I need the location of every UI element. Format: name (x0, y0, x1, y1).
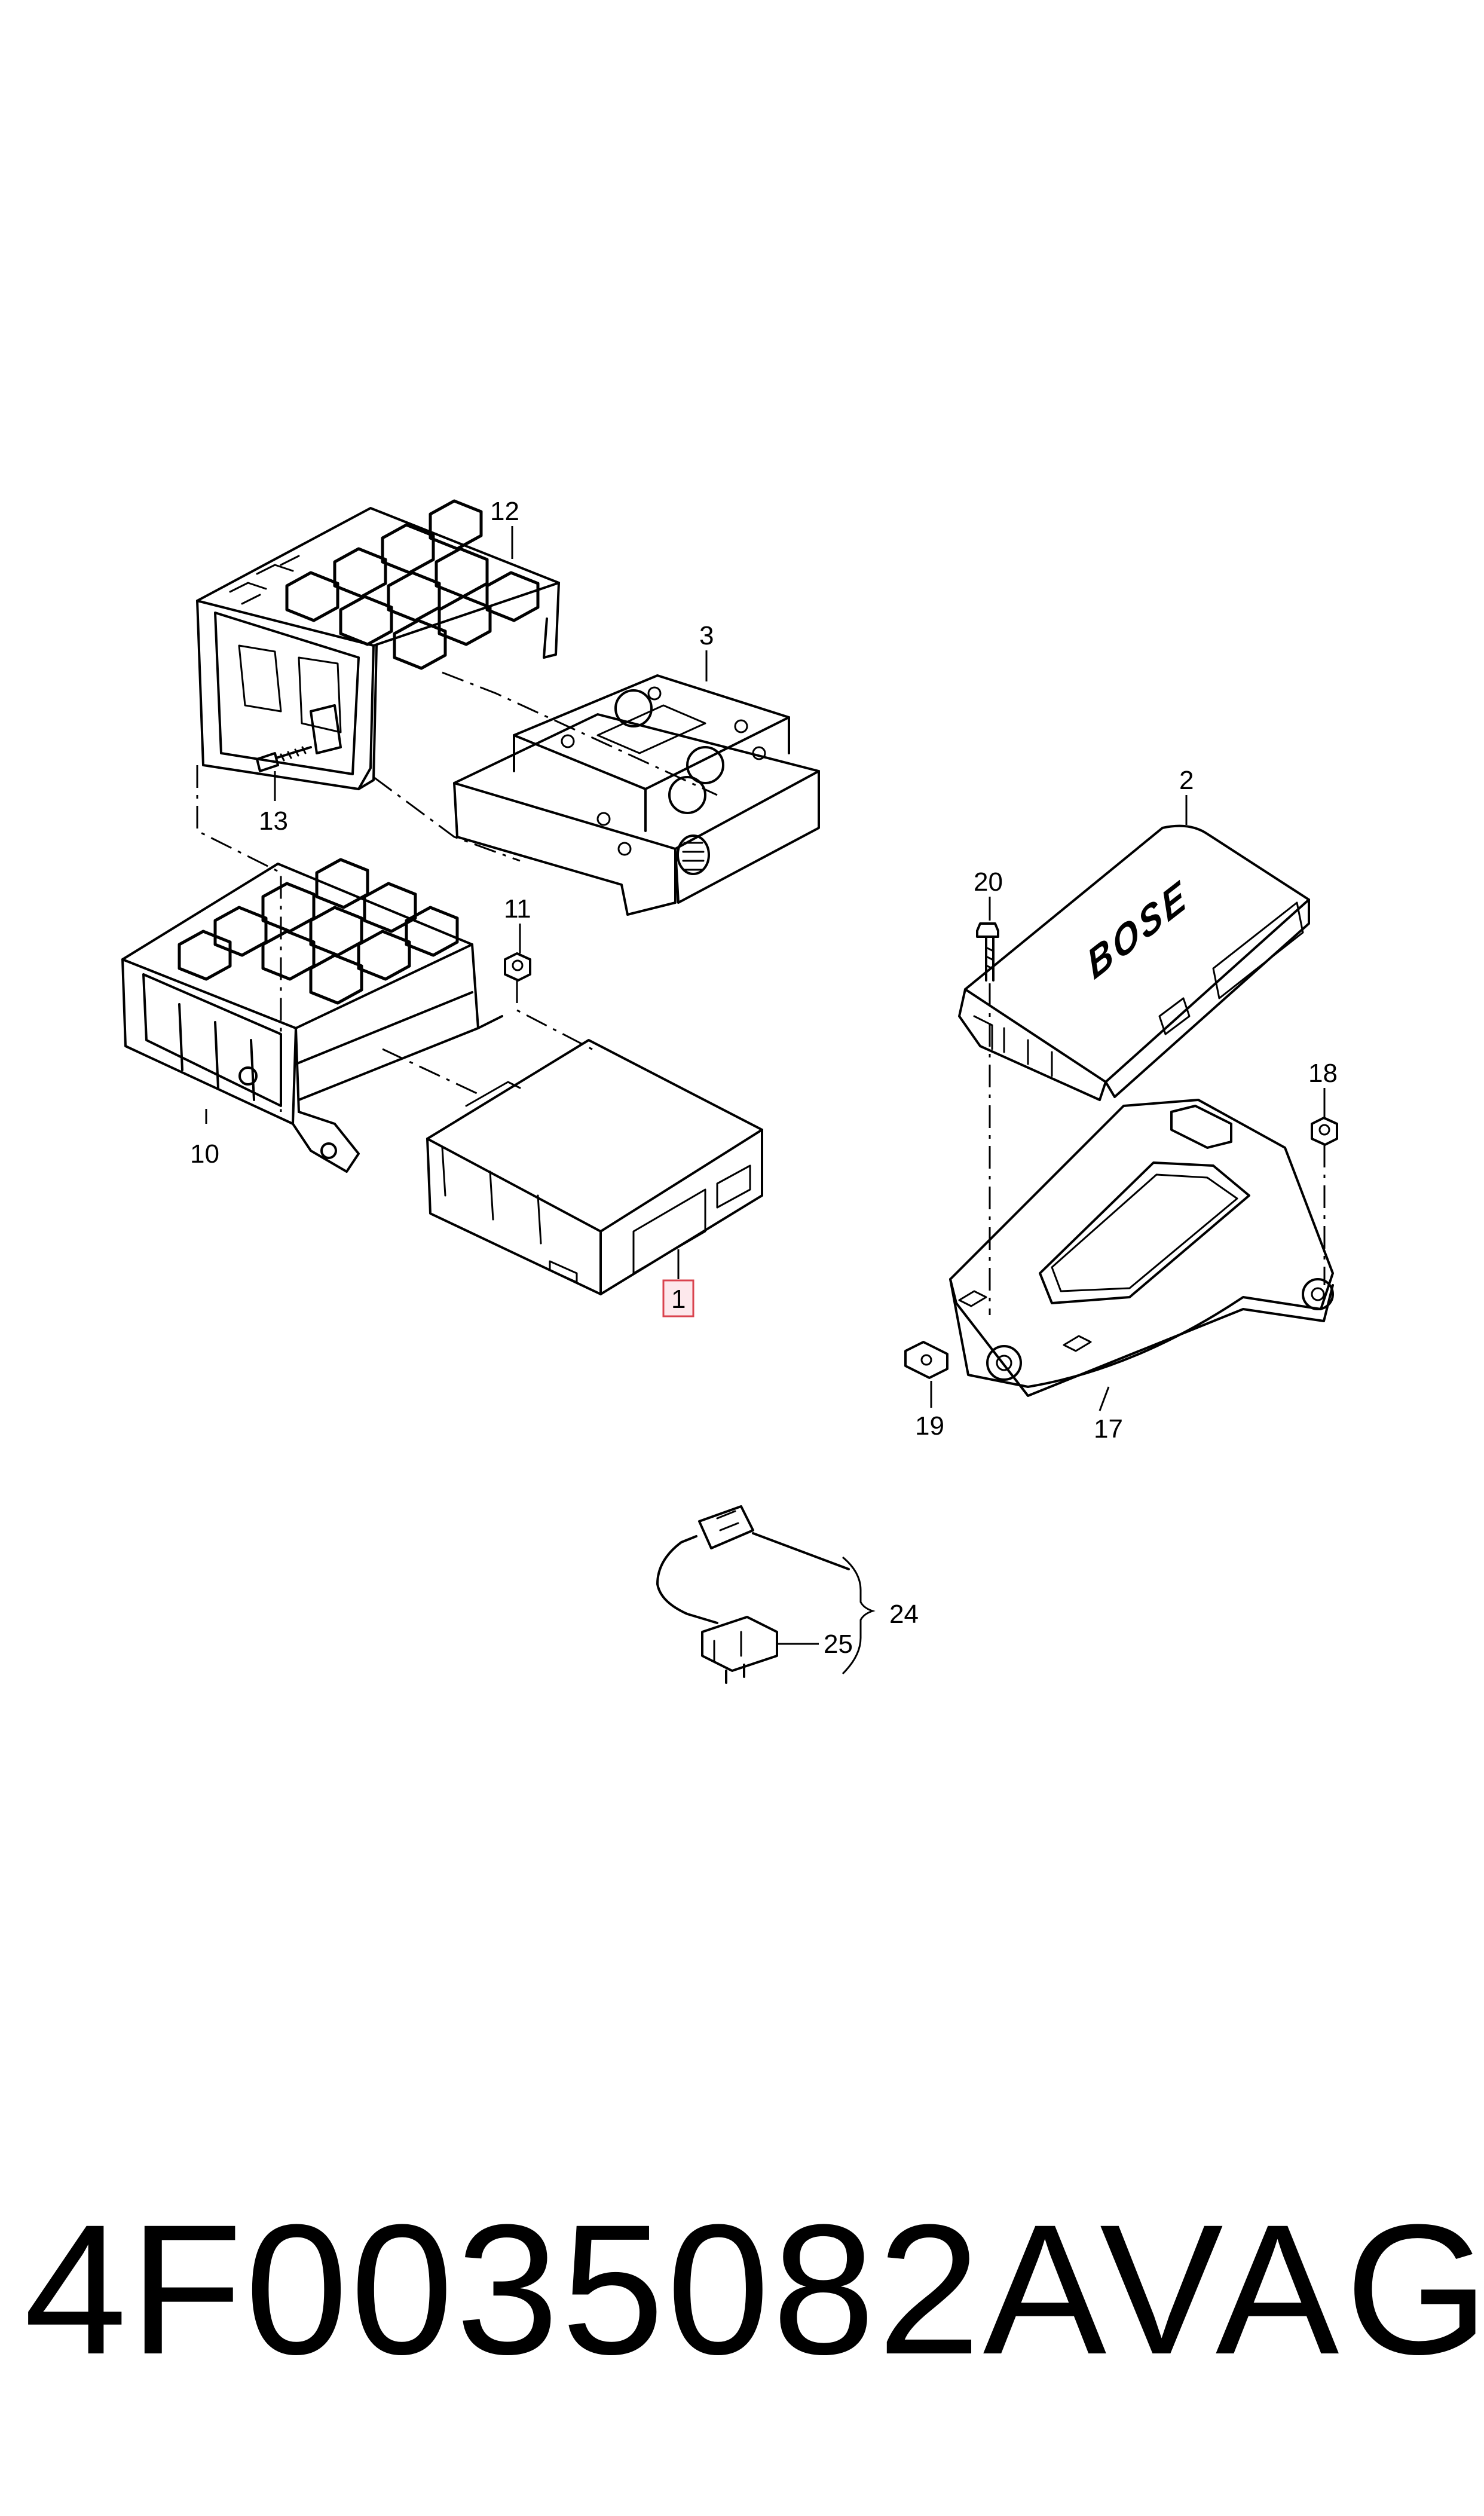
callout-labels: 1 2 3 10 11 12 13 17 18 19 20 24 25 (190, 497, 1338, 1659)
callout-3: 3 (699, 621, 714, 650)
part-1-control-unit (426, 1039, 763, 1295)
callout-13: 13 (259, 806, 288, 836)
part-number: 4F0035082A (24, 2185, 1109, 2393)
part-18-nut (1311, 1117, 1338, 1146)
callout-19: 19 (915, 1411, 944, 1441)
assembly-guide-lines (196, 671, 1326, 1315)
part-3-disc-unit (453, 674, 820, 916)
callout-leaders (205, 526, 1326, 1675)
part-10-lower-cage (121, 858, 503, 1173)
callout-1: 1 (671, 1285, 686, 1314)
part-11-nut (504, 952, 531, 982)
part-13-screw (256, 746, 312, 772)
callout-1-highlight (662, 1279, 694, 1317)
part-17-bracket (949, 1099, 1334, 1397)
part-24-wiring-harness (656, 1505, 850, 1624)
callout-25: 25 (824, 1630, 853, 1659)
part-19-clip (904, 1341, 948, 1379)
callout-20: 20 (974, 867, 1003, 897)
callout-2: 2 (1179, 766, 1194, 795)
bose-logo: BOSE (1082, 870, 1193, 989)
callout-17: 17 (1094, 1414, 1123, 1444)
callout-18: 18 (1308, 1059, 1338, 1088)
callout-10: 10 (190, 1139, 219, 1169)
callout-11: 11 (504, 894, 531, 924)
part-20-bolt (976, 922, 999, 982)
callout-24: 24 (889, 1600, 919, 1629)
part-25-connector (701, 1616, 778, 1684)
callout-12: 12 (490, 497, 519, 526)
brand-name: VAG (1100, 2185, 1484, 2393)
part-2-amplifier: BOSE (958, 824, 1310, 1101)
part-12-upper-cage (196, 499, 560, 790)
